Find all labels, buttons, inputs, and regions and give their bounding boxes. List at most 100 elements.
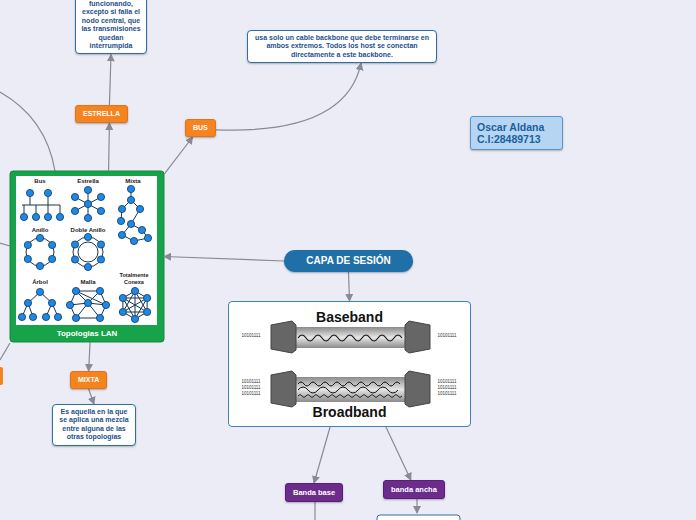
offscreen-branch	[0, 92, 55, 171]
connector	[109, 54, 111, 105]
topology-node	[42, 313, 49, 320]
topology-node	[118, 231, 125, 238]
node-text: Oscar Aldana C.I:28489713	[477, 121, 556, 145]
topology-node	[84, 200, 91, 207]
bit-string: 10101111	[238, 391, 264, 397]
node-text: Topologias LAN	[10, 329, 164, 338]
topology-node	[36, 234, 43, 241]
node-text: MIXTA	[78, 372, 99, 388]
topology-node	[71, 241, 78, 248]
topology-node	[117, 217, 124, 224]
topology-node	[144, 308, 151, 315]
partial-topic-box	[377, 515, 460, 520]
topology-node	[56, 213, 63, 220]
figure-label: Bus	[20, 178, 60, 185]
topology-node	[119, 308, 126, 315]
topology-node	[84, 233, 91, 240]
topology-node	[136, 205, 143, 212]
bit-string: 10101111	[434, 385, 460, 391]
signal-wave	[298, 387, 398, 393]
topology-node	[131, 315, 138, 322]
connector-plug	[405, 371, 430, 407]
node-text: funcionando, excepto si falla el nodo ce…	[79, 0, 143, 50]
node-text: banda ancha	[391, 481, 437, 498]
figure-label: Malla	[68, 279, 108, 286]
topology-node	[96, 314, 103, 321]
topology-node	[18, 313, 25, 320]
image-box: Topologias LAN	[10, 171, 164, 342]
connector	[349, 272, 350, 301]
topology-node	[24, 241, 31, 248]
figure-label: Mixta	[113, 178, 153, 185]
topology-node	[97, 241, 104, 248]
topology-node	[138, 226, 145, 233]
branch-line	[416, 499, 417, 513]
cable	[292, 327, 408, 348]
node-text: CAPA DE SESIÓN	[284, 250, 413, 272]
subtopic-box: Banda base	[285, 483, 343, 502]
note-box: usa solo un cable backbone que debe term…	[247, 30, 437, 63]
figure-label: Doble Anillo	[63, 227, 113, 234]
topic-box: MIXTA	[70, 371, 107, 389]
topology-figures	[18, 185, 151, 322]
bit-string: 10101111	[238, 385, 264, 391]
topology-node	[71, 256, 78, 263]
note-box: funcionando, excepto si falla el nodo ce…	[75, 0, 147, 54]
node-text: Baseband	[229, 309, 470, 325]
topology-node	[29, 313, 36, 320]
topology-node	[130, 237, 137, 244]
node-text: usa solo un cable backbone que debe term…	[251, 34, 433, 59]
topology-node	[32, 213, 39, 220]
topology-node	[36, 262, 43, 269]
topology-link	[135, 291, 136, 319]
node-text: ESTRELLA	[83, 106, 120, 122]
bit-string: 10101111	[238, 333, 264, 339]
connector-plug	[271, 371, 296, 407]
topology-node	[119, 294, 126, 301]
offscreen-branch	[0, 343, 10, 360]
connector-plug	[271, 321, 296, 353]
topology-node	[102, 301, 109, 308]
topology-node	[48, 299, 55, 306]
image-frame	[10, 171, 164, 342]
connector-plug	[405, 321, 430, 353]
signal-wave	[298, 382, 400, 386]
topology-node	[127, 220, 134, 227]
topology-node	[84, 186, 91, 193]
topology-node	[71, 207, 78, 214]
bit-string: 10101111	[238, 379, 264, 385]
figure-label: Árbol	[20, 279, 60, 286]
bit-string: 10101111	[434, 333, 460, 339]
signal-wave	[298, 335, 402, 341]
topology-node	[71, 193, 78, 200]
node-text: Broadband	[229, 404, 470, 420]
topology-node	[36, 288, 43, 295]
offscreen-branch	[0, 243, 10, 246]
offscreen-branch	[314, 501, 315, 520]
connector	[108, 123, 110, 171]
subtopic-box: banda ancha	[383, 480, 445, 499]
figure-label: Totalmente Conexa	[115, 272, 153, 285]
node-text: Es aquella en la que se aplica una mezcl…	[56, 408, 132, 442]
bit-string: 10101111	[434, 379, 460, 385]
topology-node	[24, 299, 31, 306]
topology-node	[44, 189, 51, 196]
topology-node	[144, 294, 151, 301]
image-panel	[229, 302, 470, 426]
topology-node	[118, 205, 125, 212]
topic-box: BUS	[185, 119, 216, 137]
figure-label: Anillo	[20, 227, 60, 234]
topology-node	[84, 263, 91, 270]
topology-node	[144, 234, 151, 241]
connector	[314, 427, 330, 483]
note-box: Es aquella en la que se aplica una mezcl…	[52, 404, 136, 446]
topology-node	[127, 196, 134, 203]
topology-node	[97, 207, 104, 214]
topology-node	[84, 299, 91, 306]
topology-node	[24, 255, 31, 262]
partial-topic-box	[0, 367, 3, 385]
node-text: BUS	[193, 120, 208, 136]
topology-node	[72, 314, 79, 321]
topology-node	[49, 241, 56, 248]
connector	[216, 63, 361, 130]
